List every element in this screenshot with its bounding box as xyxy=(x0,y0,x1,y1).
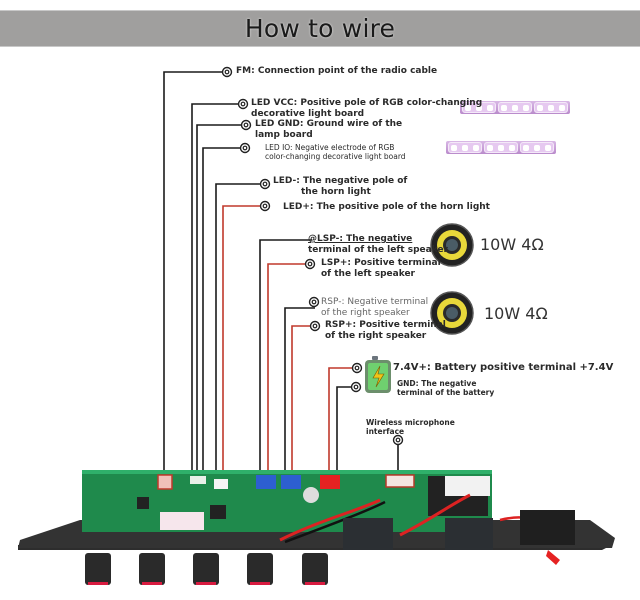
speaker-icon-left xyxy=(430,223,474,267)
label-lsp-neg: @LSP-: The negative xyxy=(308,234,413,244)
label-lsp-pos: LSP+: Positive terminal xyxy=(321,258,441,268)
led-strip-image-top xyxy=(460,101,570,114)
header-bar: How to wire xyxy=(0,10,640,47)
wire-led-neg xyxy=(215,183,265,470)
battery-icon xyxy=(365,356,391,393)
wire-bat-pos xyxy=(328,367,357,470)
label-led-neg: LED-: The negative pole of xyxy=(273,176,408,186)
led-strip-image-bottom xyxy=(446,141,556,154)
wire-lsp-neg xyxy=(259,239,312,470)
terminal-rsp-pos xyxy=(309,320,321,332)
label-led-gnd: LED GND: Ground wire of the xyxy=(255,119,403,129)
terminal-lsp-pos xyxy=(304,258,316,270)
terminal-rsp-neg xyxy=(308,296,320,308)
label-led-io: LED IO: Negative electrode of RGB xyxy=(265,143,395,152)
wire-led-gnd xyxy=(196,124,244,470)
page-title: How to wire xyxy=(244,14,396,43)
terminal-mic xyxy=(392,434,404,446)
terminal-bat-pos xyxy=(351,362,363,374)
terminal-gnd xyxy=(350,381,362,393)
label-wireless-mic: Wireless microphone xyxy=(366,418,455,427)
label-rsp-pos: RSP+: Positive terminal xyxy=(325,320,446,330)
terminal-led-vcc xyxy=(237,98,249,110)
label-rsp-neg-cont: of the right speaker xyxy=(321,308,410,318)
terminal-led-io xyxy=(239,142,251,154)
terminal-led-neg xyxy=(259,178,271,190)
label-battery-positive: 7.4V+: Battery positive terminal +7.4V xyxy=(393,362,614,373)
wire-led-pos xyxy=(222,205,265,470)
label-led-pos: LED+: The positive pole of the horn ligh… xyxy=(283,202,490,212)
wire-fm xyxy=(163,71,225,470)
label-rsp-pos-cont: of the right speaker xyxy=(325,331,427,341)
label-gnd: GND: The negative xyxy=(397,379,477,388)
label-wireless-mic-cont: interface xyxy=(366,427,405,436)
label-led-neg-cont: the horn light xyxy=(301,187,371,197)
terminal-led-gnd xyxy=(240,119,252,131)
terminal-led-pos xyxy=(259,200,271,212)
label-led-io-cont: color-changing decorative light board xyxy=(265,152,406,161)
label-fm: FM: Connection point of the radio cable xyxy=(236,66,438,76)
label-lsp-neg-cont: terminal of the left speaker xyxy=(308,245,448,255)
label-rsp-neg: RSP-: Negative terminal xyxy=(321,297,429,307)
label-gnd-cont: terminal of the battery xyxy=(397,388,495,397)
label-led-gnd-cont: lamp board xyxy=(255,130,313,140)
wire-led-vcc xyxy=(191,103,241,470)
wire-gnd xyxy=(336,386,356,470)
label-led-vcc: LED VCC: Positive pole of RGB color-chan… xyxy=(251,98,483,108)
speaker-icon-right xyxy=(430,291,474,335)
amplifier-board xyxy=(18,470,615,585)
label-lsp-pos-cont: of the left speaker xyxy=(321,269,415,279)
speaker-spec-right: 10W 4Ω xyxy=(484,304,548,323)
wire-rsp-neg xyxy=(284,307,315,470)
wire-rsp-pos xyxy=(291,325,315,470)
wire-lsp-pos xyxy=(267,263,310,470)
wire-led-io xyxy=(202,147,243,470)
label-led-vcc-cont: decorative light board xyxy=(251,109,365,119)
speaker-spec-left: 10W 4Ω xyxy=(480,235,544,254)
terminal-fm xyxy=(221,66,233,78)
